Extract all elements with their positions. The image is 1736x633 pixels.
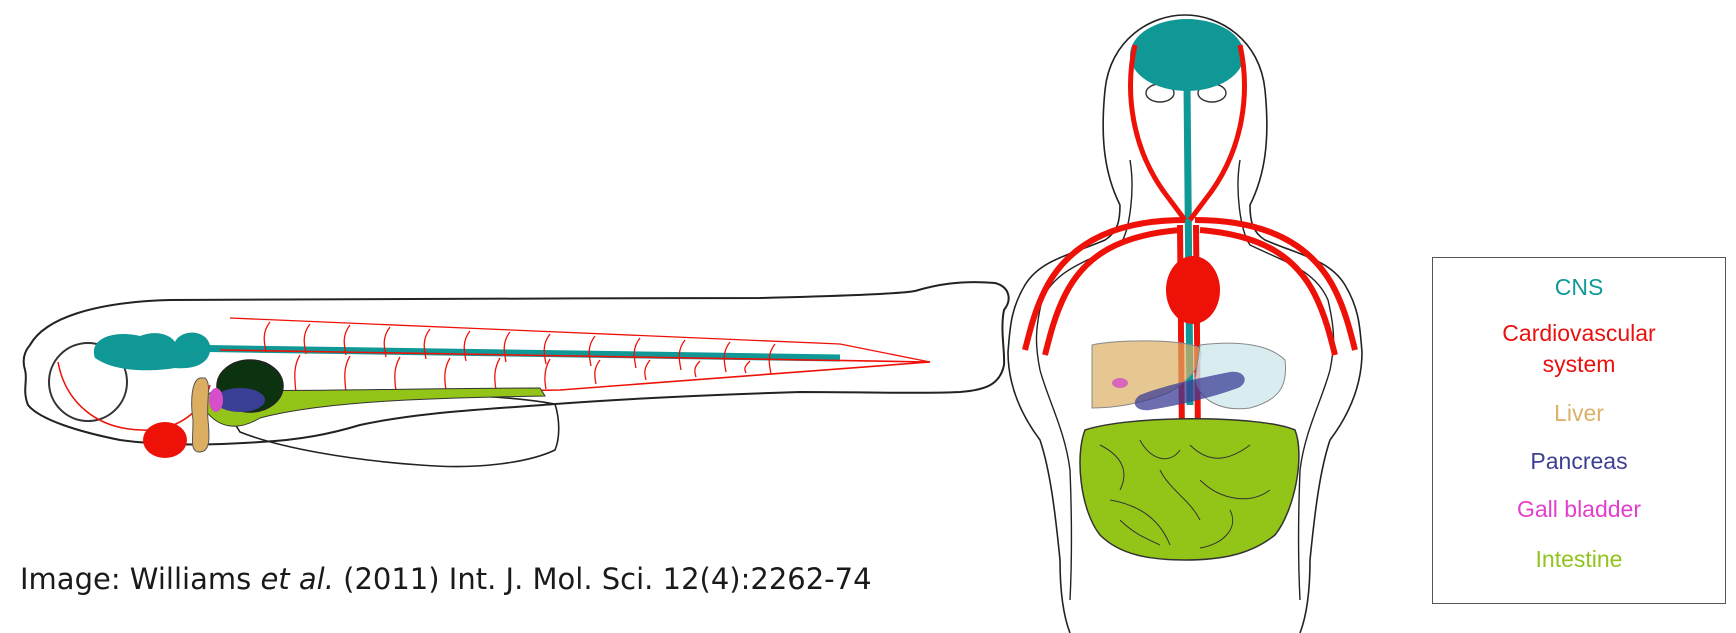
zebrafish-spinal-cord	[175, 348, 840, 358]
zebrafish-gall-bladder	[209, 388, 223, 412]
human-heart	[1166, 256, 1220, 324]
human-intestine	[1080, 419, 1299, 560]
human-brain	[1130, 19, 1244, 91]
image-credit-caption: Image: Williams et al. (2011) Int. J. Mo…	[20, 562, 872, 596]
zebrafish-liver	[192, 378, 209, 452]
legend-item-cardiovascular: Cardiovascular system	[1433, 318, 1725, 380]
legend-item-intestine: Intestine	[1433, 544, 1725, 575]
caption-suffix: (2011) Int. J. Mol. Sci. 12(4):2262-74	[334, 562, 872, 596]
caption-italic: et al.	[260, 562, 333, 596]
human-gall-bladder	[1112, 378, 1128, 388]
organ-legend: CNS Cardiovascular system Liver Pancreas…	[1432, 257, 1726, 604]
legend-item-gall-bladder: Gall bladder	[1433, 494, 1725, 525]
human-body	[1008, 15, 1362, 633]
zebrafish-heart	[143, 422, 187, 458]
caption-prefix: Image: Williams	[20, 562, 260, 596]
legend-item-liver: Liver	[1433, 398, 1725, 429]
zebrafish-larva	[24, 282, 1009, 466]
legend-item-pancreas: Pancreas	[1433, 446, 1725, 477]
legend-item-cns: CNS	[1433, 272, 1725, 303]
